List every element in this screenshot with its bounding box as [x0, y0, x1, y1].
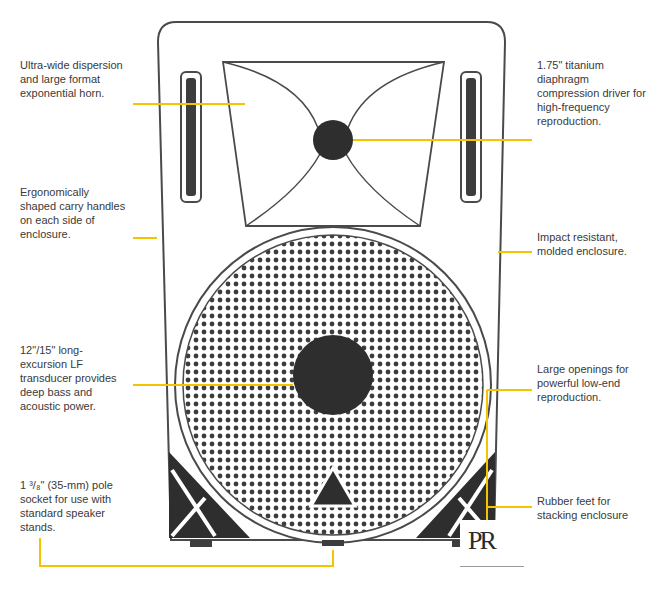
carry-handle — [466, 78, 476, 196]
carry-handle — [461, 72, 481, 202]
rubber-foot — [190, 540, 212, 547]
horn — [223, 62, 444, 226]
leader-line — [487, 389, 532, 391]
leader-line — [40, 538, 333, 566]
leader-line — [133, 103, 245, 105]
callout-label: 12"/15" long-excursion LF transducer pro… — [20, 343, 128, 413]
compression-driver — [313, 120, 353, 160]
leader-line — [486, 390, 488, 538]
callout-label: Rubber feet for stacking enclosure — [537, 494, 653, 522]
callout-label: Ergonomically shaped carry handles on ea… — [20, 185, 128, 241]
pole-socket — [322, 540, 344, 546]
dust-cap — [293, 335, 373, 415]
carry-handle — [181, 72, 201, 202]
carry-handle — [186, 78, 196, 196]
callout-label: Large openings for powerful low-end repr… — [537, 362, 653, 404]
leader-line — [353, 139, 532, 141]
horn-flare — [223, 62, 444, 226]
leader-line — [498, 251, 532, 253]
callout-label: 1.75" titanium diaphragm compression dri… — [537, 58, 653, 128]
leader-line — [487, 506, 532, 508]
leader-line — [133, 384, 293, 386]
logo-triangle — [311, 468, 355, 506]
leader-line — [133, 237, 157, 239]
callout-label: Ultra-wide dispersion and large format e… — [20, 58, 128, 100]
callout-label: Impact resistant, molded enclosure. — [537, 230, 653, 258]
watermark: PR — [460, 520, 524, 567]
callout-label: 1 ³/₈" (35-mm) pole socket for use with … — [20, 478, 128, 534]
